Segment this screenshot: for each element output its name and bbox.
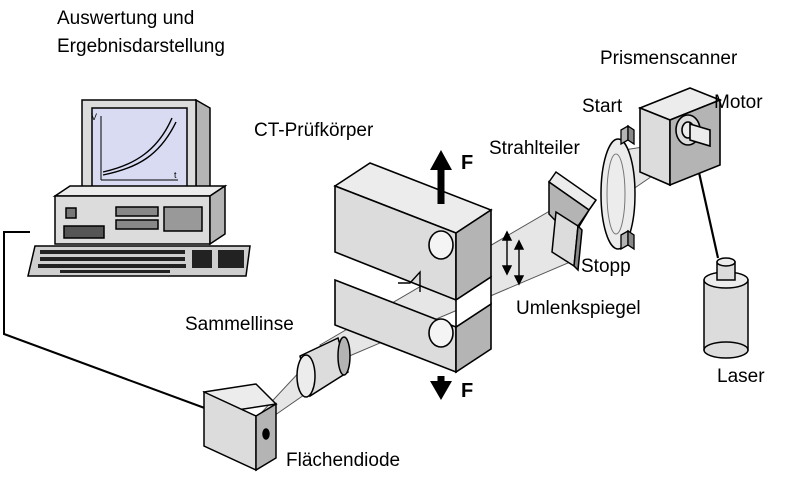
graph-y-label: V <box>91 112 98 122</box>
collecting-lens <box>296 336 351 398</box>
label-start: Start <box>582 96 623 117</box>
specimen-hole-lower <box>428 318 454 348</box>
label-motor: Motor <box>714 92 763 113</box>
monitor-screen <box>91 107 188 191</box>
start-sensor <box>620 124 635 146</box>
diode-sensor <box>262 428 270 440</box>
lens-back-face <box>337 336 351 376</box>
pc-panel <box>163 206 203 232</box>
pc-drive-bay-2 <box>115 219 159 230</box>
computer <box>27 98 251 277</box>
label-prism-scanner: Prismenscanner <box>600 48 738 69</box>
label-laser: Laser <box>717 366 765 387</box>
stop-sensor <box>620 229 635 251</box>
pc-drive-bay-1 <box>115 206 159 217</box>
pc-case-top <box>52 185 228 197</box>
force-arrowhead-down <box>430 381 452 400</box>
pc-case-side <box>209 184 226 246</box>
specimen-notch <box>398 270 421 292</box>
graph-curve-1 <box>102 117 173 173</box>
laser <box>703 257 749 359</box>
label-ct-specimen: CT-Prüfkörper <box>254 120 374 141</box>
graph-curve-2 <box>102 121 177 176</box>
label-force-bottom: F <box>461 380 474 402</box>
label-force-top: F <box>461 152 474 174</box>
keyboard-keys <box>38 250 244 273</box>
specimen-hole-upper <box>428 230 454 260</box>
ct-specimen <box>333 162 493 374</box>
label-area-diode: Flächendiode <box>286 450 401 471</box>
pc-power-button <box>65 207 77 219</box>
area-diode <box>202 383 278 472</box>
prism-disc-inner <box>606 153 626 235</box>
signal-cable <box>3 231 211 411</box>
force-arrowhead-up <box>430 150 452 170</box>
prism-scanner <box>637 87 723 187</box>
label-evaluation-line2: Ergebnisdarstellung <box>57 36 225 57</box>
motor-shaft <box>689 122 711 148</box>
label-beam-splitter: Strahlteiler <box>489 138 580 159</box>
mirror-edge <box>573 224 583 272</box>
graph-x-label: t <box>174 170 177 180</box>
pc-vents <box>63 225 105 239</box>
label-stop: Stopp <box>581 256 631 277</box>
specimen-crack-gap <box>455 275 492 329</box>
scanner-front <box>639 106 671 187</box>
opening-arrows <box>501 230 525 286</box>
laser-aperture-top <box>716 257 736 267</box>
laser-bottom <box>703 341 749 359</box>
laser-body <box>703 279 749 351</box>
deflection-mirror <box>551 210 583 272</box>
lens-front-face <box>296 354 316 398</box>
label-evaluation-line1: Auswertung und <box>57 8 195 29</box>
label-collecting-lens: Sammellinse <box>185 314 294 335</box>
label-deflection-mirror: Umlenkspiegel <box>516 298 641 319</box>
